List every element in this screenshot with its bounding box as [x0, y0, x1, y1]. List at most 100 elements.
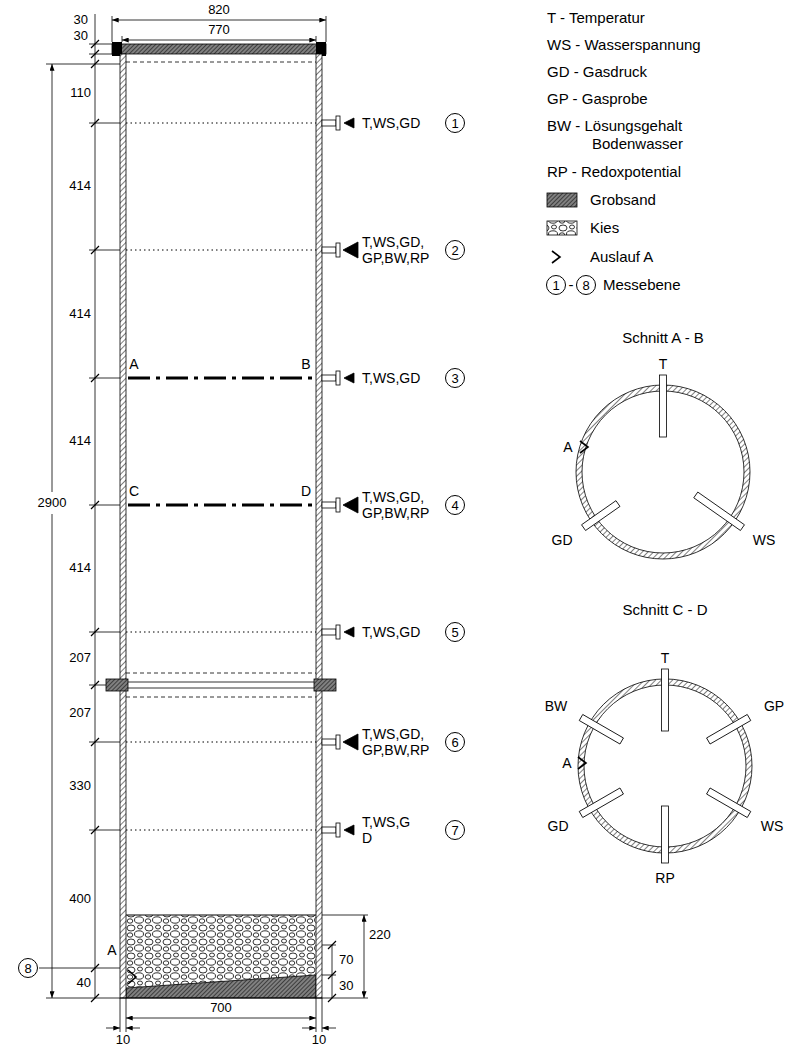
legend-dash: -: [569, 276, 574, 293]
measurement-ports: [336, 823, 340, 837]
measurement-level-lines: [126, 123, 316, 830]
section-view: [707, 788, 751, 818]
dimension-value: 400: [69, 892, 91, 907]
section-letter: C: [129, 483, 139, 499]
top-dimensions: [112, 16, 326, 42]
flange: [126, 673, 316, 674]
measurement-label: T,WS,GD: [362, 624, 420, 640]
dimension-value: 30: [74, 13, 88, 28]
section-view: [580, 441, 588, 453]
measurement-level-lines: [128, 378, 314, 505]
measurement-ports: [344, 825, 354, 835]
section-letter: B: [301, 356, 310, 372]
measurement-label: T,WS,GD: [362, 115, 420, 131]
legend-entry: BW - Lösungsgehalt Bodenwasser: [547, 117, 762, 153]
level-number: 7: [451, 824, 458, 837]
legend-entry: Grobsand: [590, 191, 656, 209]
probe-label: GP: [764, 698, 784, 714]
measurement-ports: [344, 373, 354, 383]
flange: [126, 682, 316, 683]
left-dimension-chain: [91, 40, 99, 1002]
lysimeter-column: [126, 915, 316, 916]
section-view: [579, 788, 623, 818]
bottom-dimensions: [322, 1028, 336, 1029]
section-view: [582, 501, 620, 531]
bottom-dimensions: [106, 915, 368, 1032]
section-letter: D: [301, 483, 311, 499]
level-number-circle: 3: [445, 368, 465, 388]
dimension-value: 820: [208, 3, 230, 18]
bottom-dimensions: [322, 915, 368, 998]
probe-label: GD: [548, 818, 569, 834]
measurement-ports: [336, 498, 340, 512]
level-number-circle: 1: [445, 113, 465, 133]
dimension-value: 2900: [36, 496, 69, 511]
section-view: [662, 669, 669, 731]
level-number: 1: [451, 117, 458, 130]
dimension-value: 40: [77, 976, 91, 991]
flange: [314, 679, 336, 691]
measurement-ports: [336, 116, 340, 130]
legend-entry: WS - Wasserspannung: [547, 36, 701, 54]
measurement-level-lines: [126, 123, 316, 830]
bottom-dimensions: [126, 1018, 316, 1019]
measurement-ports: [322, 827, 336, 833]
probe-label: RP: [655, 870, 674, 886]
section-view: [694, 492, 745, 530]
legend-entry: Messebene: [603, 276, 681, 294]
lysimeter-column: [112, 44, 326, 54]
legend-entry: T - Temperatur: [547, 9, 645, 27]
measurement-ports: [322, 502, 336, 508]
section-view: [662, 806, 669, 863]
measurement-label: T,WS,GD, GP,BW,RP: [362, 234, 429, 266]
level-number-circle: 7: [445, 820, 465, 840]
lysimeter-column: [128, 970, 136, 984]
left-dimension-chain: [52, 514, 53, 998]
legend-samples: [547, 193, 577, 263]
lysimeter-column: [316, 54, 322, 998]
bottom-dimensions: [332, 945, 333, 998]
level-number: 1: [552, 279, 559, 292]
level-number: 6: [451, 736, 458, 749]
level-number: 8: [24, 962, 31, 975]
measurement-ports: [343, 497, 358, 513]
section-view: [576, 375, 750, 559]
section-view: [579, 714, 623, 744]
measurement-label: T,WS,G D: [362, 814, 410, 846]
section-view: [660, 375, 667, 437]
probe-label: T: [661, 650, 670, 666]
probe-label: WS: [753, 532, 776, 548]
level-number: 3: [451, 372, 458, 385]
lysimeter-column: [120, 997, 322, 998]
legend-samples: [547, 193, 577, 207]
measurement-ports: [343, 734, 358, 750]
legend-entry: Kies: [590, 219, 619, 237]
section-letter: A: [129, 356, 138, 372]
section-view: [707, 714, 751, 744]
dimension-value: 414: [69, 434, 91, 449]
level-number-circle: 1: [546, 275, 566, 295]
level-number-circle: 8: [18, 958, 38, 978]
lysimeter-column: [126, 975, 316, 998]
top-dimensions: [112, 16, 326, 42]
section-view: [578, 669, 752, 863]
bottom-dimensions: [328, 941, 336, 1002]
left-dimension-chain: [52, 64, 53, 492]
legend-samples: [547, 221, 577, 235]
dimension-value: 414: [69, 561, 91, 576]
dimension-value: 70: [339, 953, 353, 968]
level-number: 2: [451, 244, 458, 257]
measurement-ports: [344, 627, 354, 637]
lysimeter-column: [126, 62, 316, 63]
section-title: Schnitt C - D: [622, 601, 707, 618]
measurement-ports: [322, 375, 336, 381]
measurement-ports: [336, 625, 340, 639]
bottom-dimensions: [302, 1028, 316, 1029]
dimension-value: 330: [69, 779, 91, 794]
dimension-value: 414: [69, 179, 91, 194]
measurement-ports: [322, 629, 336, 635]
flange: [126, 688, 316, 689]
section-view: [578, 757, 586, 769]
measurement-ports: [343, 242, 358, 258]
